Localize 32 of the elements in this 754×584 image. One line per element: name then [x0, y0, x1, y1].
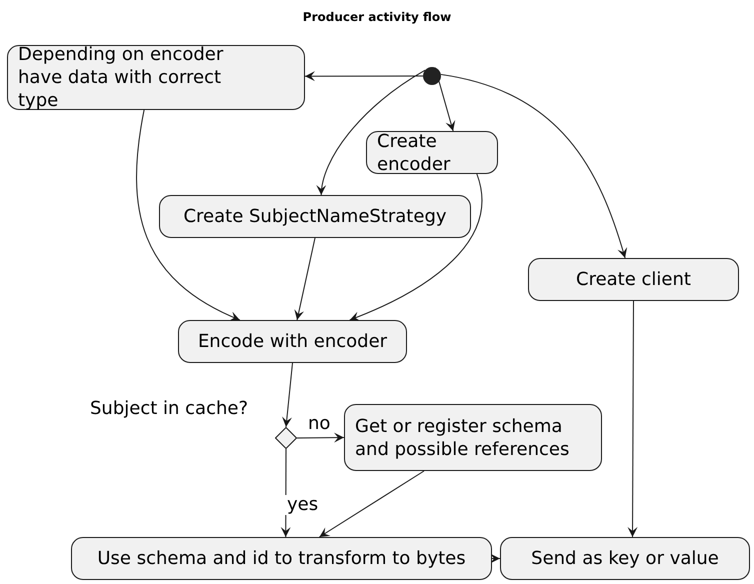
arrow: [317, 70, 426, 196]
arrow: [304, 71, 424, 82]
activity-text: Create SubjectNameStrategy: [183, 205, 447, 228]
activity-text: Encode with encoder: [198, 330, 388, 353]
activity-box: [366, 131, 498, 174]
activity-box: [344, 404, 602, 471]
activity-text: Use schema and id to transform to bytes: [97, 547, 466, 570]
activity-text: Create encoder: [377, 130, 452, 176]
activity-text: Create client: [576, 268, 691, 291]
activity-box: [500, 537, 750, 580]
arrow: [318, 470, 424, 538]
arrow: [136, 110, 240, 320]
activity-text: Send as key or value: [531, 547, 719, 570]
start-node: [423, 67, 441, 85]
node-caption: Subject in cache?: [90, 398, 248, 419]
decision-diamond: [275, 427, 297, 449]
arrow: [440, 74, 627, 258]
activity-box: [7, 45, 305, 110]
arrow: [282, 362, 293, 428]
edge-label: yes: [285, 495, 320, 515]
arrow: [490, 554, 500, 564]
arrow: [628, 300, 638, 538]
activity-text: Depending on encoder have data with correct type: [18, 43, 224, 112]
activity-text: Get or register schema and possible references: [355, 414, 570, 460]
activity-box: [71, 537, 492, 580]
diagram-title: Producer activity flow: [302, 10, 452, 24]
activity-box: [159, 195, 471, 238]
activity-box: [528, 258, 739, 301]
arrow: [296, 432, 344, 443]
activity-box: [178, 320, 407, 363]
arrow: [349, 174, 482, 321]
arrow: [294, 238, 316, 320]
